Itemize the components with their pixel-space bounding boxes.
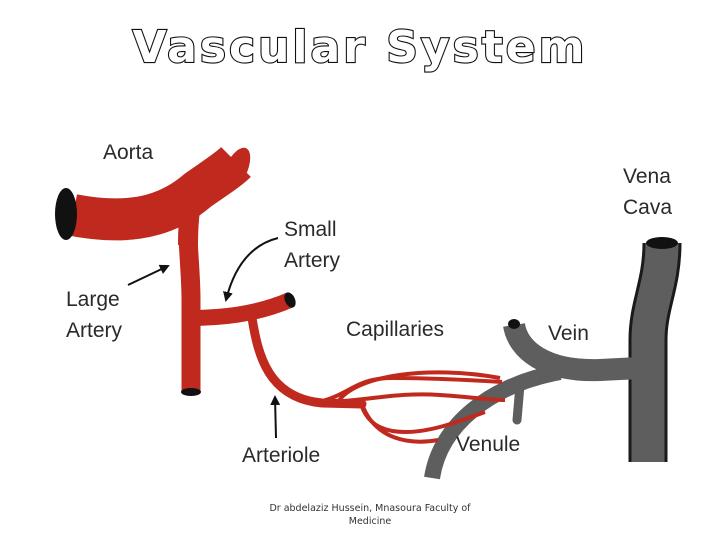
large-artery [178, 231, 201, 396]
vein [503, 319, 641, 382]
venule [424, 364, 562, 480]
vena-cava [628, 237, 682, 462]
arteriole [247, 313, 367, 409]
vein-label: Vein [548, 322, 589, 345]
capillaries-label: Capillaries [346, 318, 445, 341]
slide-title: Vascular System [131, 21, 588, 74]
arteriole-label: Arteriole [242, 444, 321, 467]
footer-credit: Dr abdelaziz Hussein, Mnasoura Faculty o… [269, 503, 471, 527]
aorta [55, 146, 251, 246]
venule-label: Venule [456, 433, 521, 456]
arteriole-pointer-arrow [270, 395, 281, 439]
small-artery-pointer-arrow [223, 237, 279, 302]
aorta-label: Aorta [103, 141, 154, 164]
small-artery [187, 292, 296, 326]
large-artery-pointer-arrow [127, 264, 170, 286]
